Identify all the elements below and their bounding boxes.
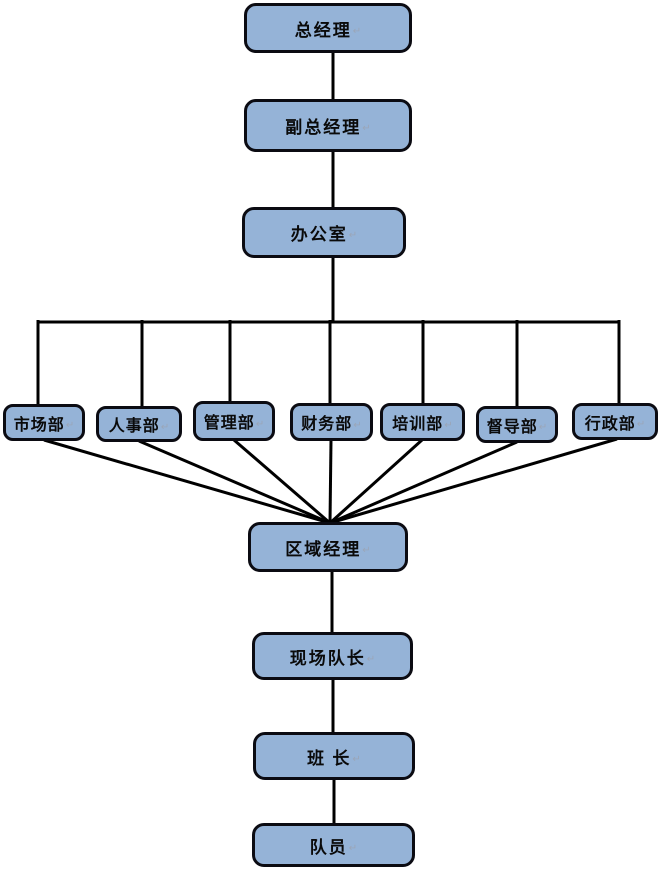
node-training-dept: 培训部↵ [380, 403, 465, 441]
return-mark-icon: ↵ [352, 25, 362, 37]
node-label: 区域经理 [285, 539, 362, 559]
node-finance-dept: 财务部↵ [290, 403, 373, 441]
edge-fan-management [233, 438, 331, 525]
return-mark-icon: ↵ [160, 421, 170, 433]
node-label: 财务部 [301, 416, 353, 433]
return-mark-icon: ↵ [348, 842, 358, 854]
node-team-member: 队员↵ [252, 823, 415, 867]
node-label: 行政部 [584, 415, 636, 433]
return-mark-icon: ↵ [352, 753, 361, 765]
node-label: 班 长 [307, 748, 352, 768]
return-mark-icon: ↵ [353, 419, 362, 431]
return-mark-icon: ↵ [636, 419, 646, 430]
node-regional-manager: 区域经理↵ [248, 522, 408, 572]
node-label: 现场队长 [289, 648, 366, 668]
node-label: 督导部 [486, 418, 538, 436]
return-mark-icon: ↵ [444, 419, 453, 431]
node-label: 培训部 [392, 416, 444, 433]
node-deputy-general-manager: 副总经理↵ [244, 99, 412, 152]
node-squad-leader: 班 长↵ [253, 732, 415, 780]
node-label: 管理部 [203, 415, 255, 432]
node-management-dept: 管理部↵ [193, 401, 275, 441]
return-mark-icon: ↵ [65, 420, 75, 431]
edge-fan-supervision [329, 440, 518, 525]
node-label: 队员 [309, 837, 348, 857]
return-mark-icon: ↵ [348, 230, 358, 241]
node-hr-dept: 人事部↵ [96, 406, 182, 442]
node-label: 总经理 [294, 20, 352, 40]
node-label: 人事部 [108, 418, 160, 435]
return-mark-icon: ↵ [362, 123, 371, 134]
node-site-captain: 现场队长↵ [252, 632, 413, 680]
edge-fan-hr [138, 439, 331, 525]
node-office: 办公室↵ [242, 207, 406, 258]
node-label: 副总经理 [285, 118, 362, 137]
edge-fan-training [328, 438, 424, 525]
node-supervision-dept: 督导部↵ [476, 406, 558, 443]
return-mark-icon: ↵ [366, 653, 376, 665]
edge-fan-marketing [43, 438, 331, 525]
node-administration-dept: 行政部↵ [572, 403, 658, 440]
node-label: 市场部 [13, 416, 65, 434]
node-label: 办公室 [290, 225, 348, 244]
return-mark-icon: ↵ [362, 544, 371, 556]
edge-fan-finance [328, 439, 333, 524]
node-general-manager: 总经理↵ [244, 3, 412, 53]
return-mark-icon: ↵ [538, 422, 548, 433]
edge-fan-administration [329, 437, 618, 525]
return-mark-icon: ↵ [255, 418, 265, 430]
node-marketing-dept: 市场部↵ [3, 404, 85, 441]
